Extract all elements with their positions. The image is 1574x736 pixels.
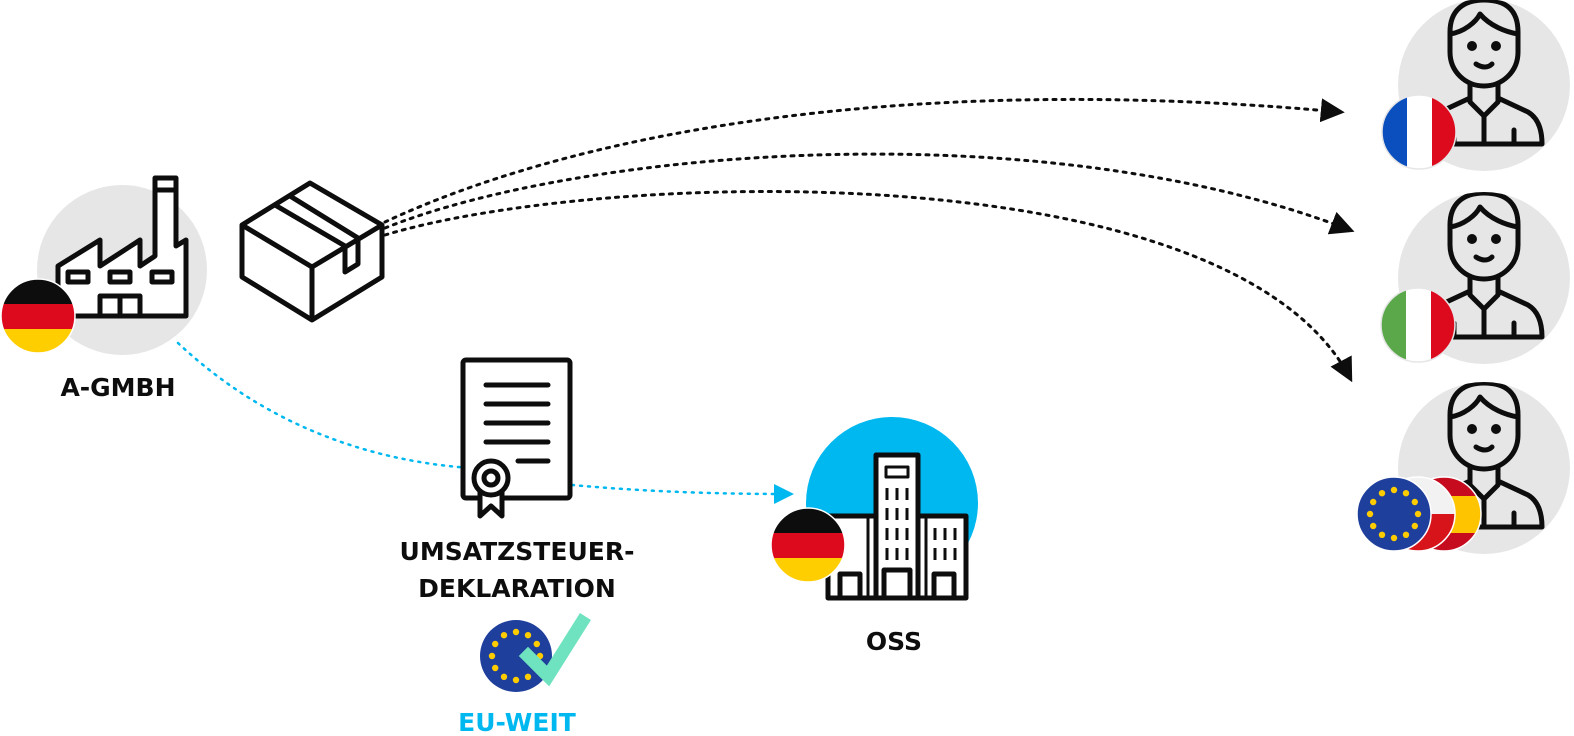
company-node: A-GMBH [0,175,207,402]
arrow-to-customer-italy [383,152,1355,235]
customer-france [1381,0,1570,171]
arrow-to-customer-eu [383,190,1353,383]
certificate-document-icon [460,357,573,519]
parcel-box-icon [239,180,385,323]
declaration-label-line1: UMSATZSTEUER- [400,537,635,566]
scope-label: EU-WEIT [458,708,576,736]
factory-icon [55,175,189,319]
oss-name: OSS [866,627,922,656]
office-building-icon [825,452,969,601]
germany-flag [1,279,75,353]
customer-italy [1380,192,1570,364]
declaration-node: UMSATZSTEUER- DEKLARATION EU-WEIT [400,357,635,736]
company-name: A-GMBH [60,373,175,402]
oss-node: OSS [770,417,978,656]
arrow-to-customer-france [383,97,1345,224]
declaration-label-line2: DEKLARATION [418,574,616,603]
eu-flag-check-icon [480,613,591,692]
france-flag [1382,95,1456,169]
parcel-to-customers-arrows [383,97,1355,383]
company-to-oss-arrow [176,341,794,504]
eu-flag [1356,476,1432,552]
customer-eu [1356,382,1570,554]
